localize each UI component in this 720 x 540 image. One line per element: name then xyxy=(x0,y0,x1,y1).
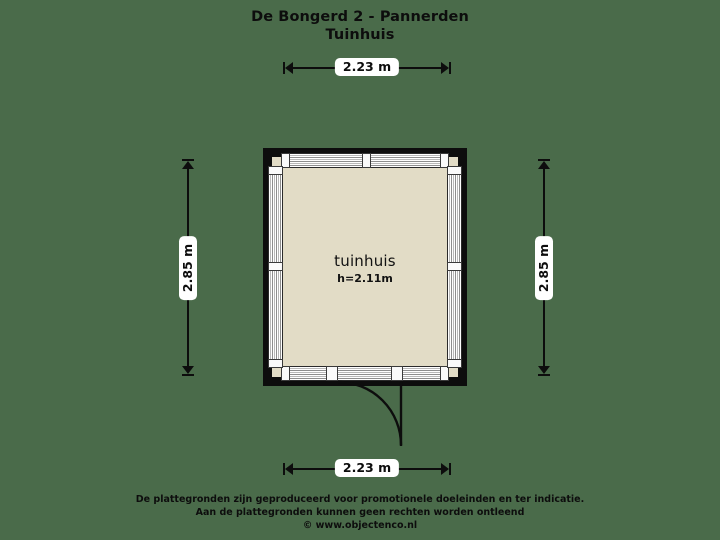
title-subject: Tuinhuis xyxy=(325,27,395,43)
door-swing-arc xyxy=(337,380,403,446)
window-mullion-right-bottom xyxy=(447,359,462,368)
window-mullion-top-right xyxy=(440,153,449,168)
window-mullion-bottom-left xyxy=(281,366,290,381)
page-title: De Bongerd 2 - Pannerden Tuinhuis xyxy=(0,8,720,44)
dimension-arrow-right xyxy=(441,62,449,74)
dimension-top: 2.23 m xyxy=(283,58,451,78)
footer-line-3: © www.objectenco.nl xyxy=(302,520,418,531)
window-mullion-left-top xyxy=(268,166,283,175)
footer-line-1: De plattegronden zijn geproduceerd voor … xyxy=(135,494,585,505)
dimension-bottom-label: 2.23 m xyxy=(334,459,400,477)
window-mullion-bottom-right xyxy=(440,366,449,381)
door-jamb-right xyxy=(391,366,403,381)
dimension-arrow-top xyxy=(538,161,550,169)
dimension-arrow-left xyxy=(285,62,293,74)
window-mullion-left-center xyxy=(268,262,283,271)
dimension-cap-right xyxy=(449,463,451,475)
window-bottom-left xyxy=(285,366,327,381)
door-swing xyxy=(337,380,403,446)
window-bottom-right xyxy=(402,366,445,381)
title-address: De Bongerd 2 - Pannerden xyxy=(251,9,469,25)
dimension-cap-left xyxy=(283,463,285,475)
window-mullion-top-left xyxy=(281,153,290,168)
window-mullion-right-center xyxy=(447,262,462,271)
dimension-cap-bottom xyxy=(182,374,194,376)
footer-line-2: Aan de plattegronden kunnen geen rechten… xyxy=(195,507,525,518)
room-floor-area xyxy=(272,157,458,377)
footer-disclaimer: De plattegronden zijn geproduceerd voor … xyxy=(0,493,720,532)
window-mullion-right-top xyxy=(447,166,462,175)
window-mullion-top-center xyxy=(362,153,371,168)
dimension-top-label: 2.23 m xyxy=(334,58,400,76)
dimension-cap-right xyxy=(449,62,451,74)
dimension-arrow-right xyxy=(441,463,449,475)
dimension-right: 2.85 m xyxy=(534,159,554,376)
door-jamb-left xyxy=(326,366,338,381)
dimension-cap-top xyxy=(538,159,550,161)
dimension-left: 2.85 m xyxy=(178,159,198,376)
dimension-arrow-bottom xyxy=(182,366,194,374)
dimension-left-label: 2.85 m xyxy=(179,235,197,300)
dimension-arrow-bottom xyxy=(538,366,550,374)
door-panel-bottom xyxy=(337,366,392,381)
dimension-cap-left xyxy=(283,62,285,74)
dimension-bottom: 2.23 m xyxy=(283,459,451,479)
dimension-cap-top xyxy=(182,159,194,161)
dimension-arrow-top xyxy=(182,161,194,169)
dimension-arrow-left xyxy=(285,463,293,475)
window-mullion-left-bottom xyxy=(268,359,283,368)
floor-plan: tuinhuis h=2.11m xyxy=(263,148,467,386)
dimension-right-label: 2.85 m xyxy=(535,235,553,300)
dimension-cap-bottom xyxy=(538,374,550,376)
